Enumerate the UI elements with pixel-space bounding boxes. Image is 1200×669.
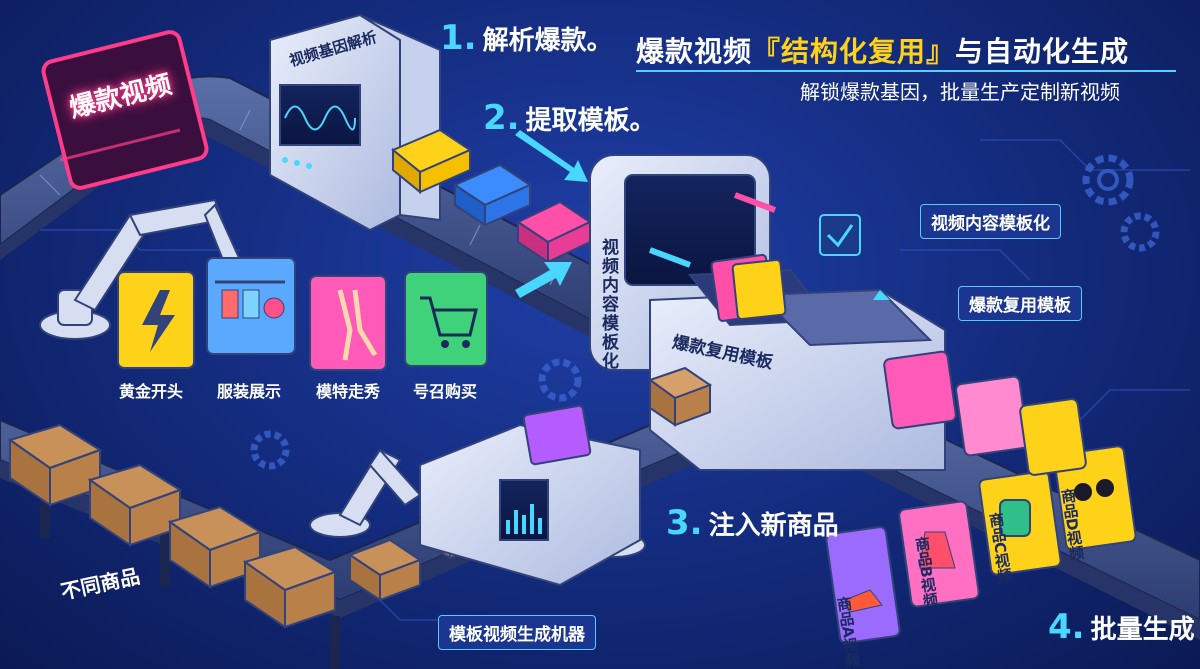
clip-label-cta: 号召购买 [413,382,478,401]
clip-label-apparel: 服装展示 [217,382,282,401]
step-1-text: 解析爆款。 [482,26,613,56]
generator-machine [419,404,641,587]
step-1-number: 1. [440,18,477,58]
step-2: 2.提取模板。 [483,98,656,138]
step-1: 1.解析爆款。 [440,18,613,58]
output-video-cards [825,350,1137,644]
step-4-number: 4. [1048,607,1085,647]
templatize-machine-label: 视频内容模板化 [598,238,618,371]
title-highlight: 『结构化复用』 [752,35,956,68]
step-2-number: 2. [483,98,520,138]
neon-sign-frame [41,30,209,190]
clip-cards [117,257,488,371]
clip-label-hook: 黄金开头 [119,382,184,401]
reuse-template-machine [649,214,946,471]
page-title: 爆款视频『结构化复用』与自动化生成 [636,30,1129,70]
gear-icons [250,154,1160,470]
generator-machine-label: 模板视频生成机器 [438,615,596,650]
gene-parser-machine [269,13,441,232]
robot-arm-left [39,198,242,340]
step-4-text: 批量生成 [1090,615,1195,645]
title-underline [636,70,1176,72]
template-blocks-top [391,128,593,264]
step-2-text: 提取模板。 [525,106,656,136]
clip-label-catwalk: 模特走秀 [316,382,381,401]
page-subtitle: 解锁爆款基因，批量生产定制新视频 [800,80,1120,104]
title-prefix: 爆款视频 [636,35,753,68]
flow-arrows [515,130,890,300]
step-3-number: 3. [666,503,703,543]
step-3-text: 注入新商品 [708,511,839,541]
reuse-side-label: 爆款复用模板 [958,286,1082,321]
step-4: 4.批量生成 [1048,607,1195,647]
templatize-side-label: 视频内容模板化 [920,204,1061,239]
title-suffix: 与自动化生成 [955,35,1130,68]
step-3: 3.注入新商品 [666,503,839,543]
